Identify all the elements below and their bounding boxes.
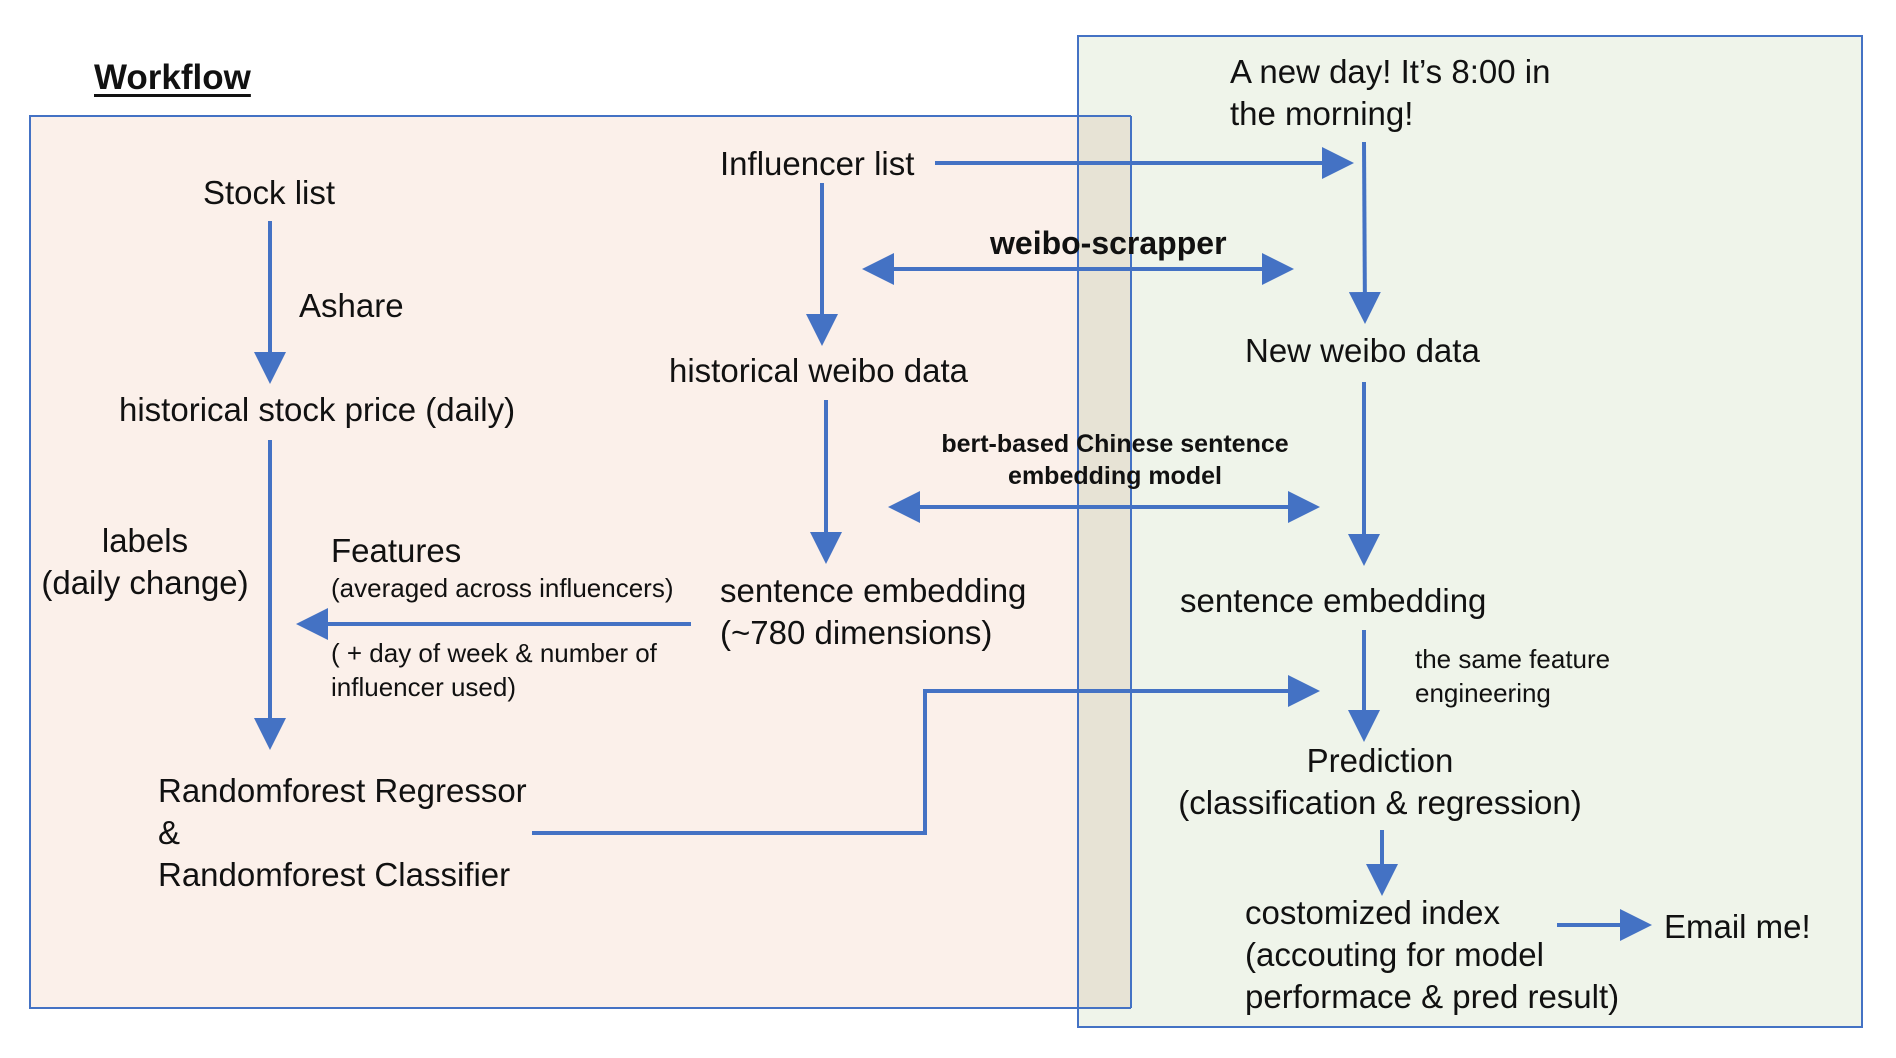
prediction-label: Prediction (classification & regression) (1178, 742, 1582, 821)
historical-stock-price-label: historical stock price (daily) (119, 391, 516, 428)
arrow-model-to-prediction (532, 675, 1320, 835)
ashare-label: Ashare (299, 287, 404, 324)
new-day-label: A new day! It’s 8:00 in the morning! (1230, 53, 1551, 132)
daily-panel (1077, 35, 1863, 1028)
historical-weibo-data-label: historical weibo data (669, 352, 968, 389)
weibo-scrapper-label: weibo-scrapper (990, 225, 1227, 261)
features-extra-note: ( + day of week & number of influencer u… (331, 638, 657, 702)
labels-daily-change-label: labels (daily change) (41, 522, 249, 601)
arrow-newday-to-newweibo (1348, 141, 1381, 324)
stock-list-label: Stock list (203, 174, 336, 211)
email-me-label: Email me! (1664, 908, 1811, 945)
features-label: Features (331, 532, 462, 569)
new-weibo-data-label: New weibo data (1245, 332, 1480, 369)
bert-model-label: bert-based Chinese sentence embedding mo… (941, 430, 1289, 490)
customized-index-label: costomized index (accouting for model pe… (1245, 894, 1620, 1015)
diagram-title: Workflow (94, 58, 251, 97)
same-feature-engineering-label: the same feature engineering (1415, 644, 1611, 708)
sentence-embedding-hist-label: sentence embedding (~780 dimensions) (720, 572, 1027, 651)
features-averaged-note: (averaged across influencers) (331, 573, 674, 603)
sentence-embedding-new-label: sentence embedding (1180, 582, 1487, 619)
randomforest-models-label: Randomforest Regressor & Randomforest Cl… (158, 772, 527, 893)
influencer-list-label: Influencer list (720, 145, 915, 182)
